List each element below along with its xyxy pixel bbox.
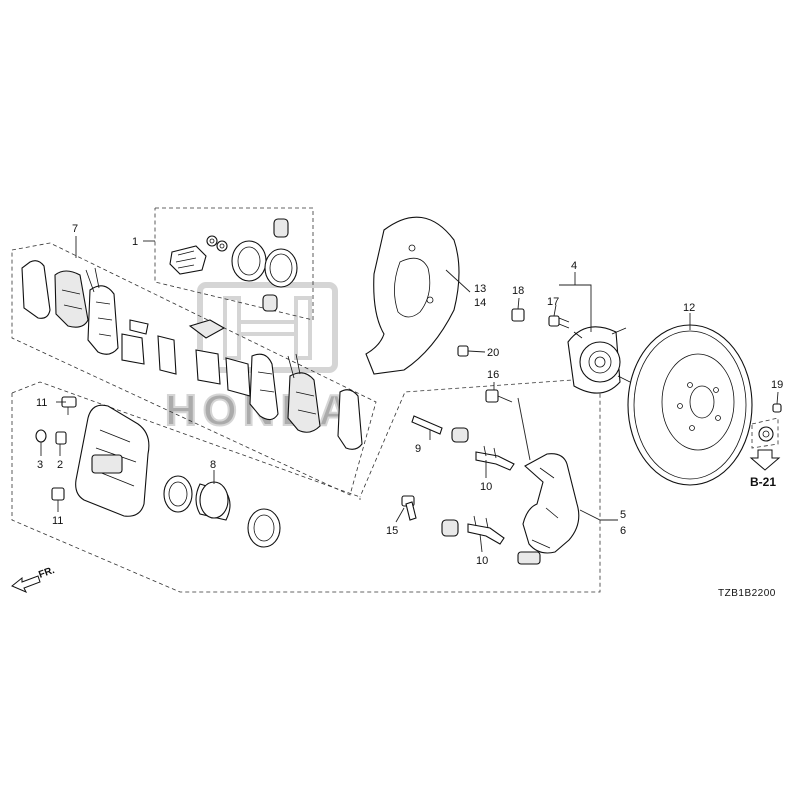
- callout-13: 13: [474, 283, 486, 295]
- callout-3: 3: [37, 459, 43, 471]
- callout-10b: 10: [476, 555, 488, 567]
- brake-disc-part: [627, 324, 753, 486]
- guide-pin-9: [411, 415, 469, 443]
- callout-8: 8: [210, 459, 216, 471]
- callout-6: 6: [620, 525, 626, 537]
- callout-5: 5: [620, 509, 626, 521]
- hub-bearing-part: [567, 326, 631, 394]
- callout-14: 14: [474, 297, 486, 309]
- callout-11a: 11: [36, 397, 47, 409]
- reference-code: TZB1B2200: [718, 588, 776, 599]
- leader-lines: [40, 236, 779, 553]
- piston-part: [163, 475, 281, 548]
- callout-7: 7: [72, 223, 78, 235]
- callout-9: 9: [415, 443, 421, 455]
- seal-kit-part: [169, 218, 298, 312]
- reference-nut: [751, 417, 779, 449]
- caliper-bracket-part: [517, 453, 580, 565]
- guide-pin-15: [401, 495, 459, 537]
- bolt-16: [485, 389, 513, 403]
- reference-arrow-icon: [749, 449, 781, 471]
- callout-1: 1: [132, 236, 138, 248]
- direction-label: FR.: [37, 565, 56, 581]
- splash-shield-part: [365, 216, 460, 375]
- callout-20: 20: [487, 347, 499, 359]
- callout-10a: 10: [480, 481, 492, 493]
- callout-11b: 11: [52, 515, 63, 527]
- group-boxes: [11, 207, 601, 593]
- bolt-17: [548, 315, 570, 329]
- brake-pads-part: [21, 260, 363, 450]
- callout-18: 18: [512, 285, 524, 297]
- callout-17: 17: [547, 296, 559, 308]
- screw-19: [772, 403, 782, 413]
- callout-15: 15: [386, 525, 398, 537]
- pad-clip-10a: [475, 445, 515, 471]
- bolt-20: [457, 345, 486, 357]
- pad-clip-10b: [467, 515, 505, 545]
- callout-4: 4: [571, 260, 577, 272]
- callout-labels: 1 2 3 4 5 6 7 8 9 10 10 11 11 12 13 14 1…: [36, 223, 783, 567]
- callout-16: 16: [487, 369, 499, 381]
- front-arrow-icon: [11, 575, 41, 593]
- front-direction-indicator: FR.: [11, 565, 56, 593]
- callout-2: 2: [57, 459, 63, 471]
- callout-19: 19: [771, 379, 783, 391]
- callout-12: 12: [683, 302, 695, 314]
- bolt-18: [511, 308, 525, 322]
- reference-arrow-label: B-21: [750, 475, 776, 489]
